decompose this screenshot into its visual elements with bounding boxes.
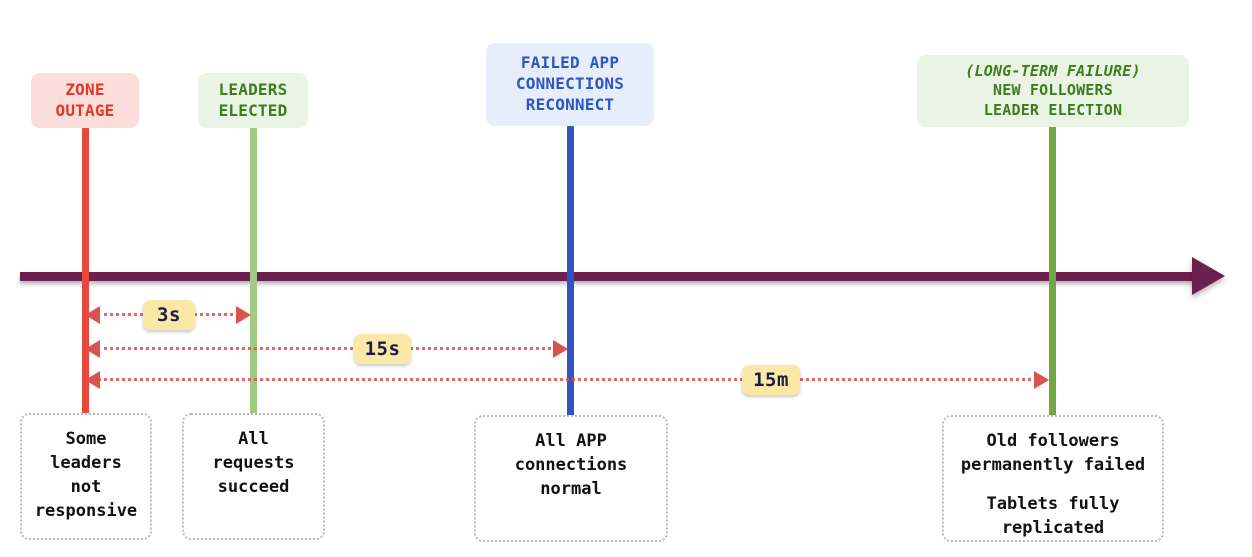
description-line: leaders [50,453,122,474]
duration-badge-15m: 15m [742,365,800,395]
event-label-line: ZONE [65,79,105,99]
description-line: Some [65,429,107,449]
description-line: permanently failed [960,455,1146,476]
time-axis-line [20,272,1195,281]
description-line: replicated [1001,517,1105,538]
duration-badge-3s: 3s [143,300,195,330]
description-line: not [70,477,102,498]
description-line: requests [212,453,295,474]
event-label-leaders-elected: LEADERS ELECTED [198,73,308,128]
duration-track-15s [97,347,557,353]
event-marker-new-followers-leader-election [1049,126,1056,416]
duration-arrowhead-right-3s [236,306,251,324]
duration-arrowhead-left-15m [85,371,100,389]
description-box-app-connections: All APP connections normal [474,415,668,542]
description-box-leaders-elected: All requests succeed [182,413,325,540]
event-label-line: (LONG-TERM FAILURE) [965,61,1141,80]
description-line: responsive [34,501,138,522]
event-label-line: ELECTED [218,100,288,120]
event-label-line: LEADER ELECTION [983,100,1123,119]
event-label-line: CONNECTIONS [515,74,625,94]
event-marker-failed-app-connections-reconnect [567,126,574,416]
description-box-long-term-failure: Old followers permanently failed Tablets… [942,415,1164,542]
duration-track-15m [97,378,1039,384]
event-label-failed-app-connections-reconnect: FAILED APP CONNECTIONS RECONNECT [486,43,654,126]
time-axis-arrowhead [1192,257,1225,295]
duration-arrowhead-left-3s [85,306,100,324]
description-line: All [238,429,269,449]
event-label-line: RECONNECT [525,94,615,114]
event-label-line: OUTAGE [55,100,115,120]
event-label-line: LEADERS [218,79,288,99]
description-line: connections [514,455,628,476]
duration-arrowhead-right-15m [1034,371,1049,389]
event-label-new-followers-leader-election: (LONG-TERM FAILURE) NEW FOLLOWERS LEADER… [917,55,1189,127]
duration-arrowhead-left-15s [85,340,100,358]
event-label-line: NEW FOLLOWERS [993,81,1113,100]
description-line: Tablets fully [986,493,1120,514]
duration-arrowhead-right-15s [553,340,568,358]
description-box-zone-outage: Some leaders not responsive [20,413,152,540]
event-label-zone-outage: ZONE OUTAGE [31,73,139,128]
description-line: Old followers [986,431,1120,451]
event-label-line: FAILED APP [520,53,620,73]
description-line: normal [540,479,602,500]
event-marker-zone-outage [82,128,89,415]
description-line: All APP [535,431,607,451]
description-line: succeed [217,477,290,498]
event-marker-leaders-elected [250,128,257,415]
duration-badge-15s: 15s [354,334,411,364]
